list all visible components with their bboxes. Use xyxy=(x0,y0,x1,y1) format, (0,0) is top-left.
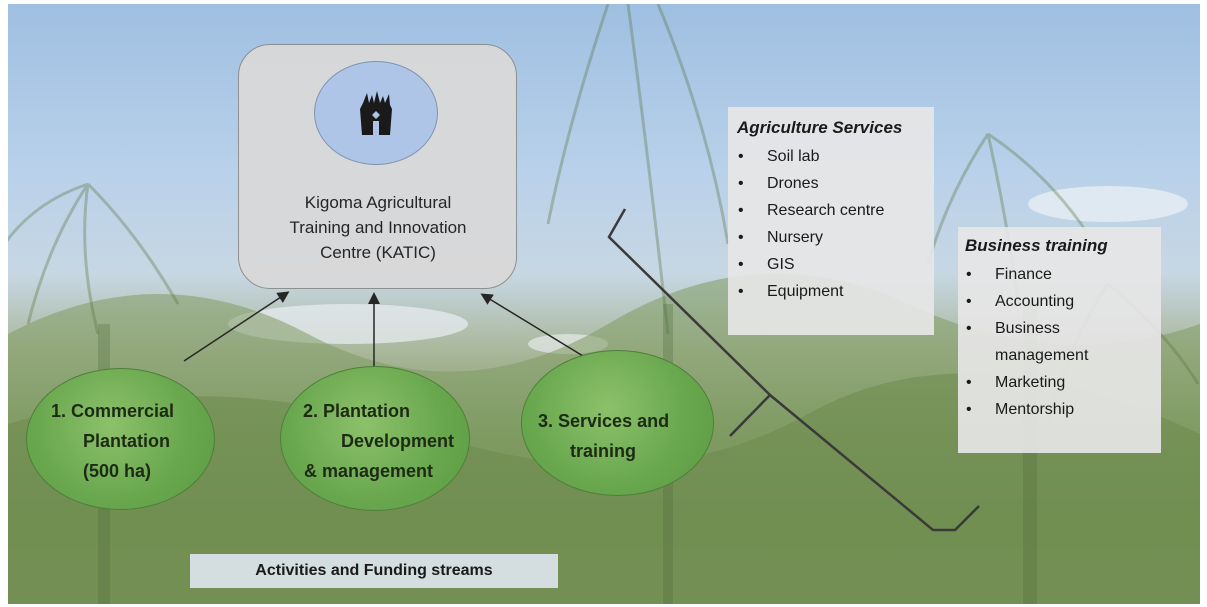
stream-2-label: Development xyxy=(341,431,455,451)
list-item-label: Equipment xyxy=(767,283,844,300)
stream-3-label: training xyxy=(570,441,636,461)
list-item-label: Finance xyxy=(995,266,1052,283)
bullet-icon: • xyxy=(738,283,744,300)
stream-2-label: 2. Plantation xyxy=(303,401,411,421)
bullet-icon: • xyxy=(738,229,744,246)
stream-1-label: Plantation xyxy=(83,431,171,451)
business-training-panel xyxy=(958,227,1161,453)
footer-label-background xyxy=(190,554,558,588)
katic-title-line: Centre (KATIC) xyxy=(320,243,436,262)
bullet-icon: • xyxy=(966,293,972,310)
katic-title: Kigoma Agricultural Training and Innovat… xyxy=(243,190,513,265)
bullet-icon: • xyxy=(738,148,744,165)
bullet-icon: • xyxy=(738,175,744,192)
list-item: • Equipment xyxy=(737,278,884,305)
stream-services-training xyxy=(521,350,714,496)
list-item: • Research centre xyxy=(737,197,884,224)
list-item-label: Soil lab xyxy=(767,148,820,165)
list-item-label: Drones xyxy=(767,175,819,192)
list-item: • Drones xyxy=(737,170,884,197)
list-item-label: Business xyxy=(995,320,1060,337)
list-item-label: management xyxy=(995,347,1089,364)
stream-commercial-plantation xyxy=(26,368,215,510)
list-item: • Nursery xyxy=(737,224,884,251)
connector-layer xyxy=(183,208,980,532)
list-item-label: Nursery xyxy=(767,229,824,246)
bracket-training xyxy=(769,394,980,532)
list-item: • Accounting xyxy=(965,288,1088,315)
footer-label: Activities and Funding streams xyxy=(255,562,493,579)
list-item-label: Accounting xyxy=(995,293,1075,310)
bullet-icon: • xyxy=(738,202,744,219)
diagram-canvas: Kigoma Agricultural Training and Innovat… xyxy=(8,4,1200,604)
business-training-list: • Finance • Accounting • Business managemen… xyxy=(965,261,1088,423)
list-item: • Soil lab xyxy=(737,143,884,170)
bullet-icon: • xyxy=(966,401,972,418)
katic-title-line: Kigoma Agricultural xyxy=(304,193,452,212)
stream-plantation-development xyxy=(280,366,470,511)
list-item-label: GIS xyxy=(767,256,795,273)
list-item-label: Mentorship xyxy=(995,401,1075,418)
business-training-title: Business training xyxy=(965,236,1108,255)
list-item: • Finance xyxy=(965,261,1088,288)
katic-logo-icon xyxy=(360,91,392,135)
stream-1-label: (500 ha) xyxy=(83,461,152,481)
list-item-label: Research centre xyxy=(767,202,885,219)
list-item-label: Marketing xyxy=(995,374,1066,391)
list-item: • Marketing xyxy=(965,369,1088,396)
stream-1-label: 1. Commercial xyxy=(51,401,175,421)
arrow-stream3-to-centre xyxy=(480,293,584,357)
list-item: • Mentorship xyxy=(965,396,1088,423)
agriculture-services-panel xyxy=(728,107,934,335)
katic-title-line: Training and Innovation xyxy=(289,218,467,237)
bullet-icon: • xyxy=(966,374,972,391)
agriculture-services-list: • Soil lab • Drones • Research centre • Nurs… xyxy=(737,143,884,305)
agriculture-services-title: Agriculture Services xyxy=(737,118,903,137)
list-item: management xyxy=(965,342,1088,369)
list-item: • GIS xyxy=(737,251,884,278)
bullet-icon: • xyxy=(966,320,972,337)
arrow-stream1-to-centre xyxy=(183,291,290,362)
stream-3-label: 3. Services and xyxy=(538,411,670,431)
bullet-icon: • xyxy=(966,266,972,283)
bullet-icon: • xyxy=(738,256,744,273)
stream-2-label: & management xyxy=(304,461,434,481)
bracket-services xyxy=(607,208,772,437)
list-item: • Business xyxy=(965,315,1088,342)
